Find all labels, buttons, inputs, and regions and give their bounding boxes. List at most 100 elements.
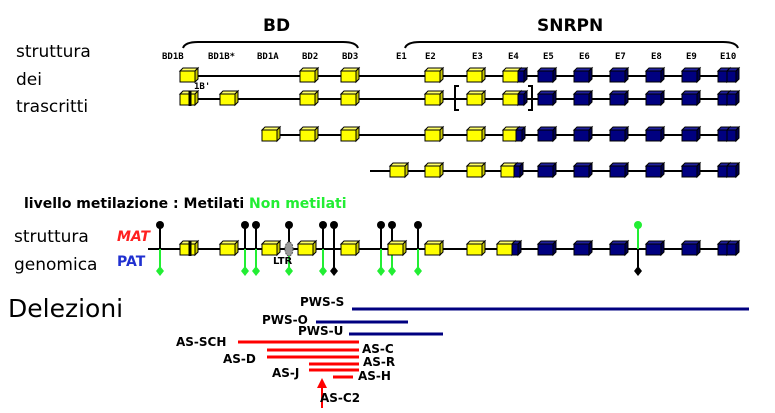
genomic-exon-e10b [725, 239, 741, 257]
transcript-4-exon-e6 [572, 161, 594, 179]
exon-label-e5: E5 [543, 52, 554, 62]
deletion-label-pws-u: PWS-U [298, 324, 344, 338]
genomic-exon-e2 [423, 239, 445, 257]
transcript-4-exon-e2 [423, 161, 445, 179]
genomic-exon-bd1b-star [218, 239, 240, 257]
genomic-label-line2: genomica [14, 255, 98, 275]
transcript-3-exon-bd1a [260, 125, 282, 143]
transcript-1-exon-e8 [644, 66, 666, 84]
genomic-exon-bd3 [339, 239, 361, 257]
exon-label-bd1b-star: BD1B* [208, 52, 236, 62]
transcript-2-exon-bd1b-star [218, 89, 240, 107]
transcript-4-exon-e5 [536, 161, 558, 179]
deletion-label-as-d: AS-D [223, 352, 256, 366]
genomic-label-line1: struttura [14, 227, 89, 247]
exon-label-e2: E2 [425, 52, 436, 62]
genomic-exon-e3 [465, 239, 487, 257]
transcript-1-exon-e6 [572, 66, 594, 84]
methylation-site-4-pat-diamond [285, 266, 293, 276]
methylation-site-7-pat-diamond [377, 266, 385, 276]
deletion-label-pws-s: PWS-S [300, 295, 345, 309]
maternal-label: MAT [117, 229, 150, 245]
transcript-2-exon-e10b [725, 89, 741, 107]
deletion-label-as-j: AS-J [272, 366, 300, 380]
deletion-label-as-r: AS-R [363, 355, 396, 369]
transcript-4-exon-e3 [465, 161, 487, 179]
exon-label-e10: E10 [720, 52, 737, 62]
ltr-element [284, 241, 294, 257]
transcript-3-exon-bd3 [339, 125, 361, 143]
alt-exon-label-1b-prime: 1B' [194, 82, 211, 92]
transcript-4-exon-e4-blue [512, 161, 525, 179]
transcript-2-exon-e6 [572, 89, 594, 107]
methylation-site-10-mat-dot [634, 221, 642, 229]
exon-label-e9: E9 [686, 52, 697, 62]
transcript-3-exon-e7 [608, 125, 630, 143]
transcript-3-exon-e3 [465, 125, 487, 143]
transcript-3-exon-e8 [644, 125, 666, 143]
transcript-2-exon-bd3 [339, 89, 361, 107]
exon-label-bd2: BD2 [302, 52, 319, 62]
transcript-3-exon-e10b [725, 125, 741, 143]
genomic-exon-bd2 [296, 239, 318, 257]
deletion-label-as-sch: AS-SCH [176, 335, 227, 349]
transcript-4-exon-e9 [680, 161, 702, 179]
transcript-label-line2: dei [16, 70, 42, 90]
group-label-bd: BD [263, 16, 291, 36]
methylation-site-1-mat-dot [156, 221, 164, 229]
snrpn-bracket [404, 41, 739, 49]
exon-label-e3: E3 [472, 52, 483, 62]
transcript-2-open-bracket [454, 85, 459, 111]
methylation-site-7-mat-dot [377, 221, 385, 229]
methylation-site-2-pat-diamond [241, 266, 249, 276]
exon-label-bd3: BD3 [342, 52, 359, 62]
methylation-site-5-mat-dot [319, 221, 327, 229]
exon-label-bd1b: BD1B [162, 52, 184, 62]
transcript-2-exon-e2 [423, 89, 445, 107]
transcript-1-exon-e3 [465, 66, 487, 84]
transcript-3-exon-e4-blue [514, 125, 527, 143]
transcript-2-close-bracket [528, 85, 533, 111]
methylation-site-3-mat-dot [252, 221, 260, 229]
deletion-arrow-as-c2-head [317, 378, 327, 388]
methylation-legend-prefix: livello metilazione : Metilati Non metil… [24, 196, 347, 212]
genomic-exon-e1 [386, 239, 408, 257]
bd-bracket [182, 41, 359, 49]
transcript-2-exon-e5 [536, 89, 558, 107]
methylation-site-9-mat-dot [414, 221, 422, 229]
methylation-site-1-pat-diamond [156, 266, 164, 276]
methylation-site-2-mat-dot [241, 221, 249, 229]
deletion-label-as-c: AS-C [362, 342, 394, 356]
deletion-label-pws-o: PWS-O [262, 313, 308, 327]
transcript-1-exon-bd1b [178, 66, 200, 84]
transcript-4-exon-e1 [388, 161, 410, 179]
genomic-exon-e8 [644, 239, 666, 257]
transcript-2-exon-bd2 [298, 89, 320, 107]
genomic-exon-e6 [572, 239, 594, 257]
genomic-exon-e5 [536, 239, 558, 257]
exon-label-e1: E1 [396, 52, 407, 62]
transcript-1-exon-e2 [423, 66, 445, 84]
exon-label-e6: E6 [579, 52, 590, 62]
methylation-site-4-mat-dot [285, 221, 293, 229]
transcript-2-exon-e9 [680, 89, 702, 107]
methylation-legend-unmethylated: Non metilati [249, 196, 347, 212]
exon-label-e4: E4 [508, 52, 519, 62]
genomic-exon-e4-blue [510, 239, 523, 257]
methylation-site-10-pat-diamond [634, 266, 642, 276]
transcript-1-exon-e7 [608, 66, 630, 84]
methylation-site-8-mat-dot [388, 221, 396, 229]
transcript-1-exon-e9 [680, 66, 702, 84]
genomic-exon-bd1a [260, 239, 282, 257]
transcript-label-line1: struttura [16, 42, 91, 62]
methylation-legend-prefix-text: livello metilazione : [24, 196, 184, 212]
deletion-label-as-h: AS-H [358, 369, 391, 383]
transcript-1-exon-bd3 [339, 66, 361, 84]
methylation-site-8-pat-diamond [388, 266, 396, 276]
ltr-label: LTR [273, 256, 293, 267]
paternal-label: PAT [117, 254, 146, 270]
transcript-1-exon-e10b [725, 66, 741, 84]
transcript-4-exon-e7 [608, 161, 630, 179]
transcript-2-exon-e4-blue [516, 89, 529, 107]
